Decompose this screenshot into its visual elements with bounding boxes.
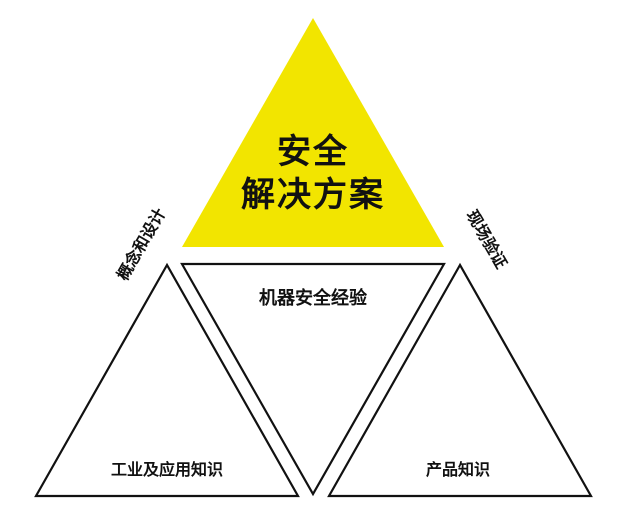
right-triangle-product-knowledge [327, 262, 593, 498]
right-label: 产品知识 [426, 460, 490, 479]
left-triangle-industry-knowledge [34, 262, 300, 498]
center-triangle-machine-safety-experience [180, 262, 446, 497]
top-triangle-safety-solution [182, 18, 444, 247]
right-edge-label: 现场验证 [463, 207, 511, 272]
left-edge-label: 概念和设计 [113, 205, 169, 284]
left-label: 工业及应用知识 [111, 460, 223, 479]
top-title-line1: 安全 [277, 132, 349, 172]
top-title-line2: 解决方案 [241, 175, 385, 215]
center-label: 机器安全经验 [259, 287, 368, 309]
